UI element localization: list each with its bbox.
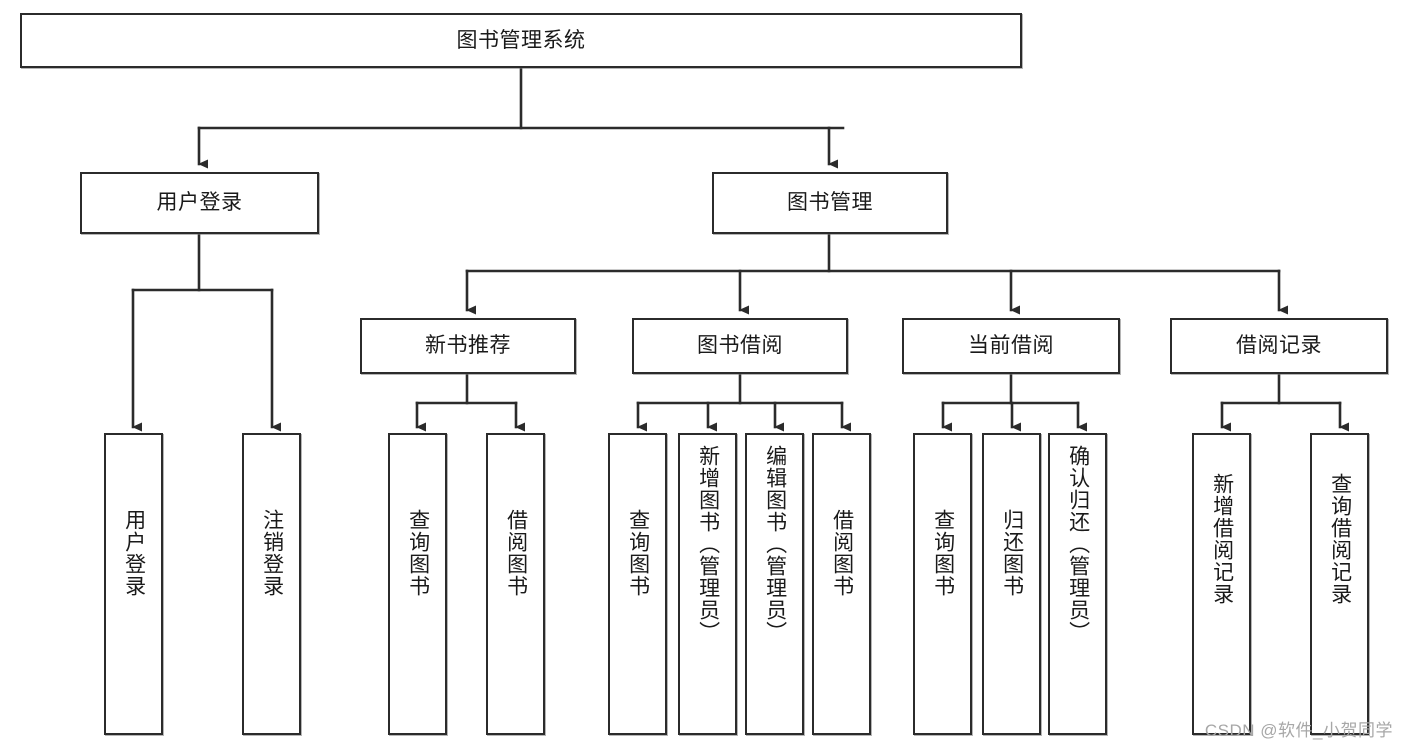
node-book-borrow[interactable]: 图书借阅: [632, 318, 848, 374]
node-label: 图书管理: [787, 191, 873, 215]
node-label: 借阅记录: [1236, 334, 1322, 358]
node-label: 编辑图书（管理员）: [763, 445, 787, 643]
node-user-login[interactable]: 用户登录: [80, 172, 319, 234]
leaf-logout[interactable]: 注销登录: [242, 433, 301, 735]
node-current-borrow[interactable]: 当前借阅: [902, 318, 1120, 374]
node-label: 借阅图书: [504, 509, 528, 597]
node-label: 新增图书（管理员）: [696, 445, 720, 643]
node-label: 图书管理系统: [456, 28, 586, 52]
node-label: 新书推荐: [425, 334, 511, 358]
node-label: 查询图书: [626, 509, 650, 597]
leaf-current-query-book[interactable]: 查询图书: [913, 433, 972, 735]
node-book-management[interactable]: 图书管理: [712, 172, 948, 234]
node-root-system[interactable]: 图书管理系统: [20, 13, 1022, 68]
node-borrow-record[interactable]: 借阅记录: [1170, 318, 1388, 374]
leaf-current-return-book[interactable]: 归还图书: [982, 433, 1041, 735]
leaf-borrow-add-book-admin[interactable]: 新增图书（管理员）: [678, 433, 737, 735]
node-label: 查询借阅记录: [1328, 473, 1352, 605]
leaf-user-login[interactable]: 用户登录: [104, 433, 163, 735]
node-label: 查询图书: [406, 509, 430, 597]
node-label: 图书借阅: [697, 334, 783, 358]
node-label: 查询图书: [931, 509, 955, 597]
node-label: 归还图书: [1000, 509, 1024, 597]
node-label: 用户登录: [156, 191, 243, 215]
node-label: 用户登录: [122, 509, 146, 597]
node-label: 新增借阅记录: [1210, 473, 1234, 605]
leaf-borrow-edit-book-admin[interactable]: 编辑图书（管理员）: [745, 433, 804, 735]
leaf-borrow-query-book[interactable]: 查询图书: [608, 433, 667, 735]
node-label: 确认归还（管理员）: [1066, 445, 1090, 643]
leaf-newbook-borrow-book[interactable]: 借阅图书: [486, 433, 545, 735]
leaf-record-add-record[interactable]: 新增借阅记录: [1192, 433, 1251, 735]
leaf-borrow-lend-book[interactable]: 借阅图书: [812, 433, 871, 735]
node-label: 当前借阅: [968, 334, 1054, 358]
node-new-book-recommend[interactable]: 新书推荐: [360, 318, 576, 374]
leaf-record-query-record[interactable]: 查询借阅记录: [1310, 433, 1369, 735]
node-label: 注销登录: [260, 509, 284, 597]
leaf-current-confirm-return-admin[interactable]: 确认归还（管理员）: [1048, 433, 1107, 735]
leaf-newbook-query-book[interactable]: 查询图书: [388, 433, 447, 735]
node-label: 借阅图书: [830, 509, 854, 597]
